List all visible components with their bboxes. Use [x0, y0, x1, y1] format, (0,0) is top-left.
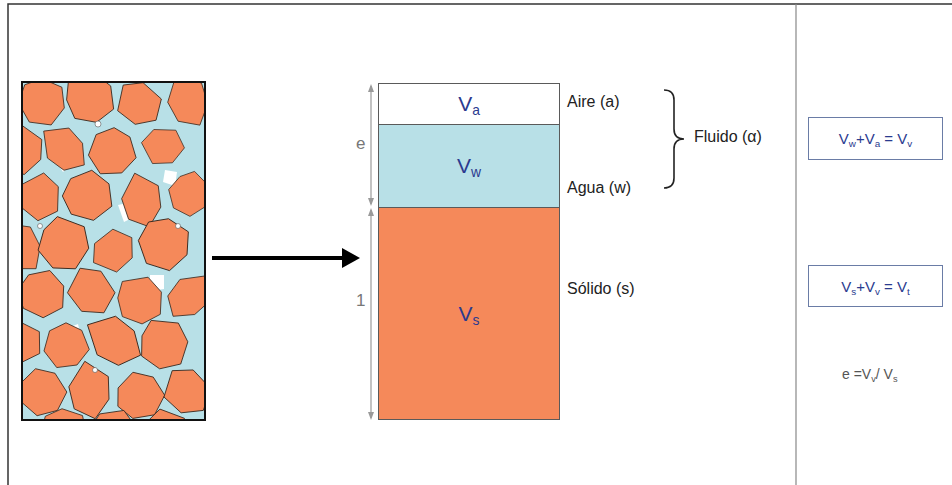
formula-text: e =Vv/ Vs: [842, 366, 898, 382]
text-part: +: [856, 130, 865, 147]
soil-grains: [22, 82, 205, 420]
subscript: w: [849, 138, 856, 149]
symbol: V: [862, 366, 871, 382]
subscript: v: [871, 374, 876, 384]
symbol: V: [897, 278, 907, 295]
frame: [8, 4, 952, 485]
symbol: V: [459, 302, 473, 325]
text-part: /: [876, 366, 884, 382]
symbol: V: [839, 130, 849, 147]
symbol: V: [458, 92, 472, 115]
subscript: s: [851, 285, 856, 296]
subscript: s: [473, 312, 480, 328]
subscript: t: [907, 285, 910, 296]
symbol: V: [841, 278, 851, 295]
dimension-lines: [368, 84, 374, 420]
formula-box: Vs+Vv = Vt: [808, 265, 943, 307]
symbol: V: [865, 278, 875, 295]
volume-symbol: Vw: [457, 154, 481, 178]
symbol: V: [457, 154, 471, 177]
subscript: a: [875, 138, 881, 149]
divider: [795, 4, 796, 485]
text-part: e: [356, 134, 365, 153]
phase-name: Sólido (s): [567, 280, 635, 298]
subscript: a: [472, 102, 480, 118]
phase-band: VaAire (a): [378, 83, 560, 125]
text-part: e =: [842, 366, 862, 382]
phase-band: VwAgua (w): [378, 124, 560, 208]
text-part: Aire (a): [567, 93, 619, 110]
formula-text: Vw+Va = Vv: [839, 130, 913, 147]
text-part: =: [880, 130, 897, 147]
arrow-head: [342, 248, 360, 268]
volume-symbol: Vs: [459, 302, 480, 326]
subscript: s: [893, 374, 898, 384]
text-part: +: [856, 278, 865, 295]
dimension-label: 1: [356, 291, 365, 311]
fluid-brace: [664, 90, 684, 188]
dimension-label: e: [356, 134, 365, 154]
symbol: V: [865, 130, 875, 147]
phase-band: VsSólido (s): [378, 207, 560, 420]
text-part: Fluido (α): [694, 128, 762, 145]
sample-border: [22, 82, 205, 420]
subscript: w: [471, 164, 481, 180]
phase-name: Aire (a): [567, 93, 619, 111]
formula-box: Vw+Va = Vv: [808, 117, 943, 160]
subscript: v: [907, 138, 912, 149]
formula-text: Vs+Vv = Vt: [841, 278, 910, 295]
symbol: V: [897, 130, 907, 147]
text-part: =: [880, 278, 897, 295]
text-part: Agua (w): [567, 179, 631, 196]
water-ground: [22, 82, 205, 420]
phase-name: Agua (w): [567, 179, 631, 197]
subscript: v: [875, 285, 880, 296]
symbol: V: [884, 366, 893, 382]
text-part: 1: [356, 291, 365, 310]
phase-group-label: Fluido (α): [694, 128, 762, 146]
transform-arrow: [212, 256, 344, 260]
text-part: Sólido (s): [567, 280, 635, 297]
volume-symbol: Va: [458, 92, 480, 116]
